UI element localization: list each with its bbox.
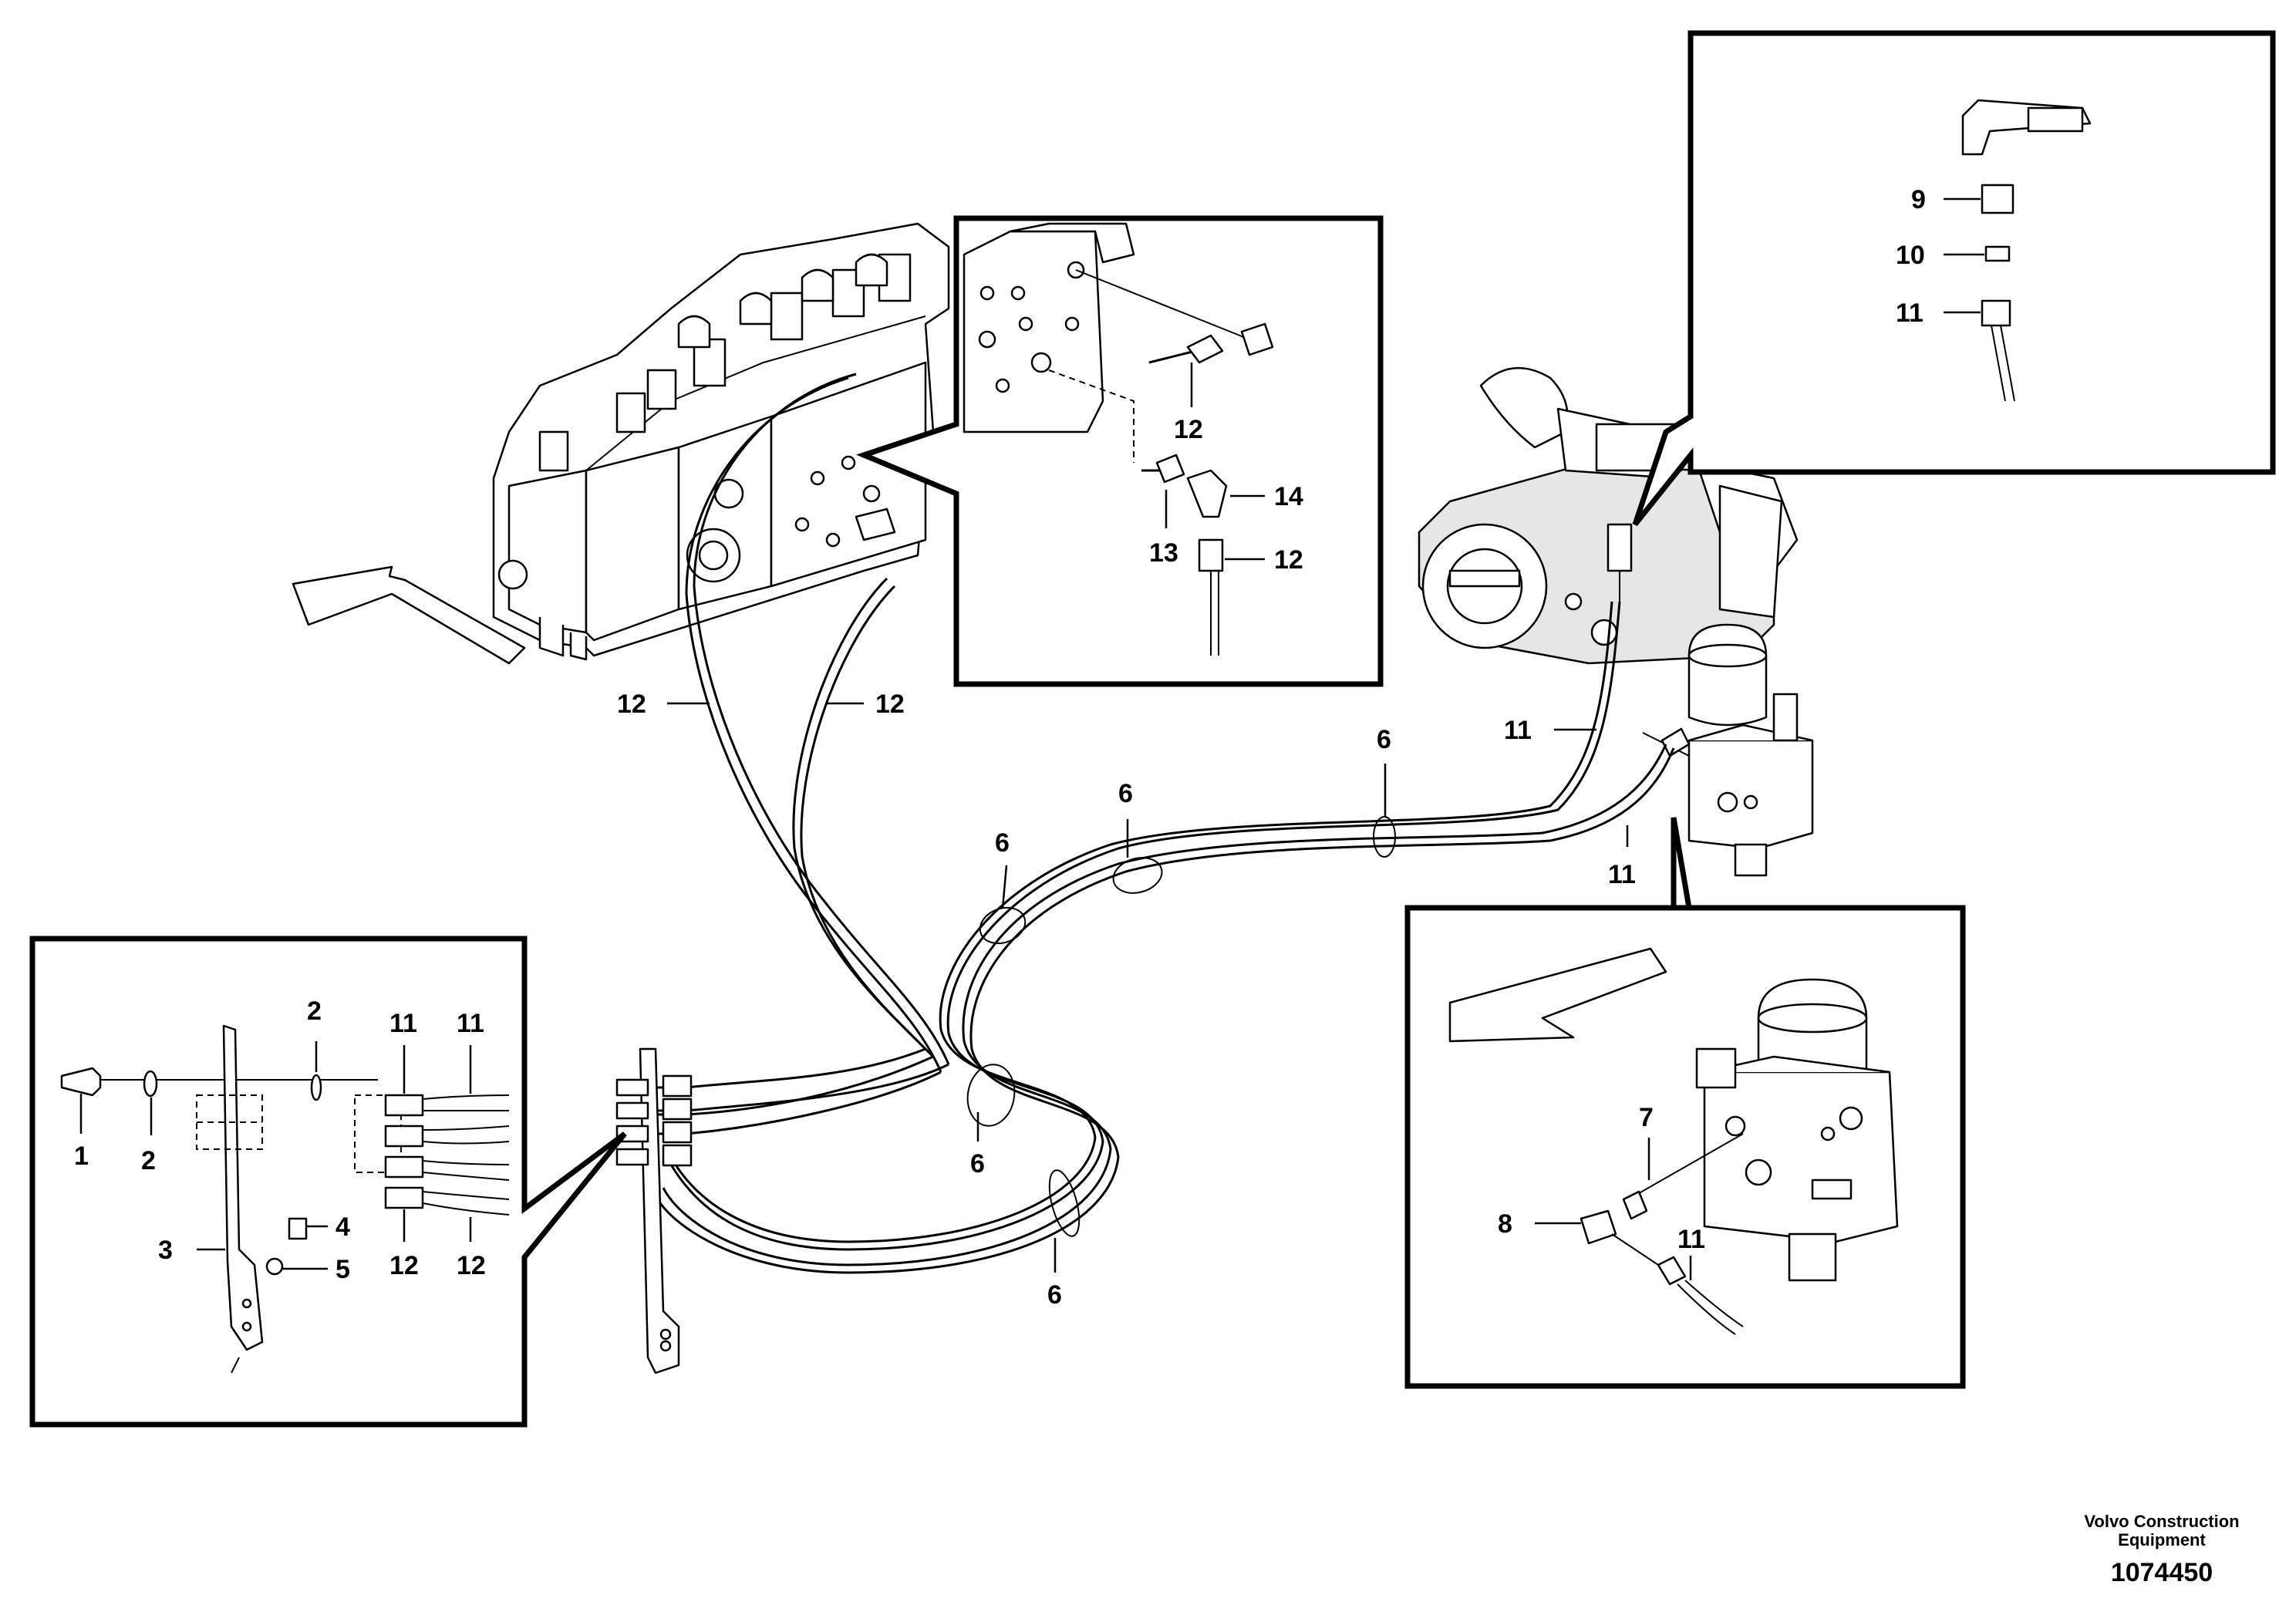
hose-bundle <box>648 373 1675 1274</box>
callout-iac-1: 8 <box>1498 1209 1512 1239</box>
callout-ivb-2: 13 <box>1149 538 1178 568</box>
callout-ivb-1: 14 <box>1274 482 1303 511</box>
callout-main-7: 11 <box>1504 716 1532 745</box>
direction-arrow-left <box>292 565 526 665</box>
callout-ipf-1: 10 <box>1896 241 1925 270</box>
callout-ipf-2: 11 <box>1896 298 1923 328</box>
inset-bracket-detail <box>29 936 627 1428</box>
company-name-line2: Equipment <box>2118 1530 2206 1549</box>
callout-main-6: 6 <box>1047 1280 1062 1310</box>
callout-ib-5: 5 <box>335 1255 350 1284</box>
callout-ib-3: 3 <box>158 1236 173 1265</box>
callouts-inset-valve-block: 12 14 13 12 <box>1149 363 1303 575</box>
callout-main-2: 6 <box>995 828 1010 858</box>
callouts-inset-bracket: 1 2 2 3 4 5 11 11 12 12 <box>74 996 486 1284</box>
callout-main-8: 11 <box>1608 860 1636 889</box>
callout-main-5: 6 <box>970 1149 985 1179</box>
callout-ib-4: 4 <box>335 1212 350 1242</box>
callout-main-1: 12 <box>875 690 905 719</box>
hose-clamps <box>966 816 1396 1237</box>
callout-ib-6: 11 <box>389 1009 417 1038</box>
drawing-number: 1074450 <box>2111 1558 2213 1587</box>
callout-ib-0: 1 <box>74 1141 89 1171</box>
callout-iac-0: 7 <box>1639 1103 1654 1132</box>
callout-ivb-0: 12 <box>1174 415 1203 444</box>
hose-bracket <box>615 1047 693 1374</box>
callout-ib-9: 12 <box>457 1251 486 1280</box>
callout-ipf-0: 9 <box>1911 185 1926 214</box>
callout-main-3: 6 <box>1118 779 1133 808</box>
inset-accumulator-detail <box>1404 817 1966 1389</box>
callout-ib-1: 2 <box>307 996 322 1026</box>
control-valve-assembly <box>492 222 950 661</box>
callout-main-0: 12 <box>617 690 646 719</box>
callout-ib-7: 11 <box>457 1009 484 1038</box>
accumulator-valve <box>1642 623 1814 877</box>
callouts-inset-pump-fitting: 9 10 11 <box>1896 185 1984 328</box>
callout-main-4: 6 <box>1377 725 1391 754</box>
callouts-main: 12 12 6 6 6 6 6 11 11 <box>617 690 1636 1310</box>
company-name-line1: Volvo Construction <box>2084 1512 2239 1531</box>
inset-pump-fitting <box>1632 30 2276 527</box>
callout-ivb-3: 12 <box>1274 545 1303 575</box>
callout-ib-2: 2 <box>141 1146 156 1175</box>
callout-iac-2: 11 <box>1677 1225 1705 1254</box>
footer: Volvo Construction Equipment 1074450 <box>2084 1512 2239 1587</box>
callout-ib-8: 12 <box>389 1251 419 1280</box>
hydraulic-pump <box>1418 366 1799 665</box>
callouts-inset-accumulator: 7 8 11 <box>1498 1103 1705 1280</box>
inset-valve-block <box>856 215 1384 687</box>
